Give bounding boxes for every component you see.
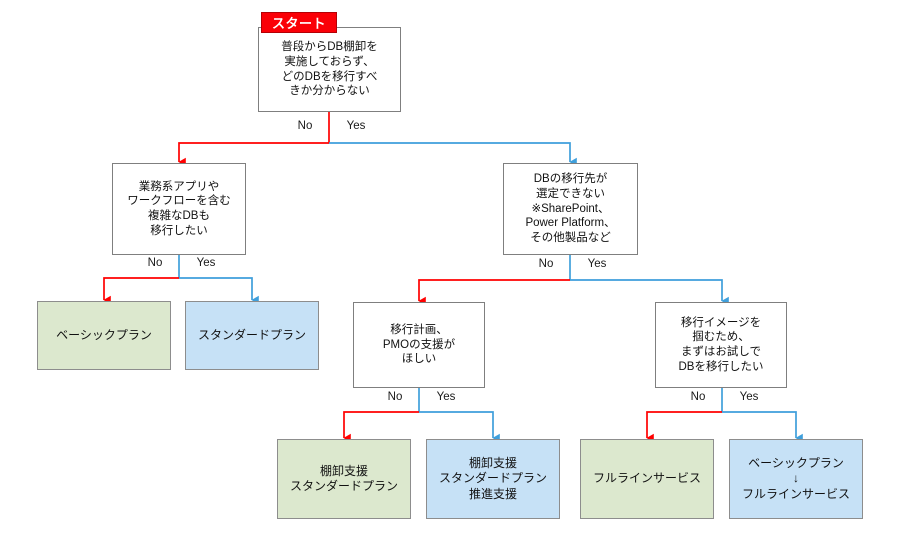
connector-q3-yes [570, 279, 729, 306]
edge-label-q2-no-text: No [147, 257, 163, 269]
question-box-q1[interactable]: 普段からDB棚卸を 実施しておらず、 どのDBを移行すべ きか分からない [258, 27, 401, 112]
start-badge-label: スタート [271, 16, 326, 31]
connector-q5-no [646, 411, 722, 443]
edge-label-q3-yes-text: Yes [587, 258, 607, 270]
edge-label-q5-yes-text: Yes [739, 391, 759, 403]
edge-label-q4-no: No [377, 391, 413, 403]
connector-q2-yes [179, 277, 259, 305]
connector-q4-no [343, 411, 419, 443]
edge-label-q4-yes: Yes [426, 391, 466, 403]
edge-label-q5-no: No [680, 391, 716, 403]
question-box-q3[interactable]: DBの移行先が 選定できない ※SharePoint、 Power Platfo… [503, 163, 638, 255]
question-q2-text: 業務系アプリや ワークフローを含む 複雑なDBも 移行したい [127, 180, 231, 237]
edge-label-q1-yes: Yes [336, 120, 376, 132]
connector-q1-no [178, 142, 329, 167]
connector-q2-no [103, 277, 179, 305]
result-inventory-standard-text: 棚卸支援 スタンダードプラン [289, 463, 398, 493]
result-box-inventory-standard[interactable]: 棚卸支援 スタンダードプラン [277, 439, 411, 519]
edge-label-q3-no: No [528, 258, 564, 270]
question-q5-text: 移行イメージを 掴むため、 まずはお試しで DBを移行したい [678, 316, 764, 373]
result-standard-plan-text: スタンダードプラン [197, 327, 306, 342]
edge-label-q3-no-text: No [538, 258, 554, 270]
result-full-line-service-text: フルラインサービス [592, 471, 701, 486]
connector-q3-no [418, 279, 570, 306]
edge-label-q4-no-text: No [387, 391, 403, 403]
question-box-q5[interactable]: 移行イメージを 掴むため、 まずはお試しで DBを移行したい [655, 302, 787, 388]
edge-label-q1-no-text: No [297, 120, 313, 132]
result-box-standard-plan[interactable]: スタンダードプラン [185, 301, 319, 370]
result-basic-plan-text: ベーシックプラン [56, 327, 152, 342]
connector-q1-yes [329, 142, 577, 167]
edge-label-q3-yes: Yes [577, 258, 617, 270]
edge-label-q2-no: No [137, 257, 173, 269]
question-box-q4[interactable]: 移行計画、 PMOの支援が ほしい [353, 302, 485, 388]
edge-label-q1-yes-text: Yes [346, 120, 366, 132]
edge-label-q2-yes-text: Yes [196, 257, 216, 269]
start-badge: スタート [261, 12, 337, 33]
edge-label-q5-no-text: No [690, 391, 706, 403]
edge-label-q5-yes: Yes [729, 391, 769, 403]
result-box-basic-to-full-line[interactable]: ベーシックプラン ↓ フルラインサービス [729, 439, 863, 519]
edge-label-q2-yes: Yes [186, 257, 226, 269]
result-box-full-line-service[interactable]: フルラインサービス [580, 439, 714, 519]
result-basic-to-full-line-text: ベーシックプラン ↓ フルラインサービス [741, 455, 850, 501]
result-box-inventory-standard-promotion[interactable]: 棚卸支援 スタンダードプラン 推進支援 [426, 439, 560, 519]
edge-label-q4-yes-text: Yes [436, 391, 456, 403]
connector-q5-yes [722, 411, 803, 443]
edge-label-q1-no: No [287, 120, 323, 132]
question-q1-text: 普段からDB棚卸を 実施しておらず、 どのDBを移行すべ きか分からない [281, 41, 378, 98]
question-box-q2[interactable]: 業務系アプリや ワークフローを含む 複雑なDBも 移行したい [112, 163, 246, 255]
question-q3-text: DBの移行先が 選定できない ※SharePoint、 Power Platfo… [525, 173, 616, 245]
question-q4-text: 移行計画、 PMOの支援が ほしい [382, 323, 456, 366]
connector-q4-yes [419, 411, 500, 443]
result-box-basic-plan[interactable]: ベーシックプラン [37, 301, 171, 370]
result-inventory-standard-promotion-text: 棚卸支援 スタンダードプラン 推進支援 [438, 455, 547, 501]
